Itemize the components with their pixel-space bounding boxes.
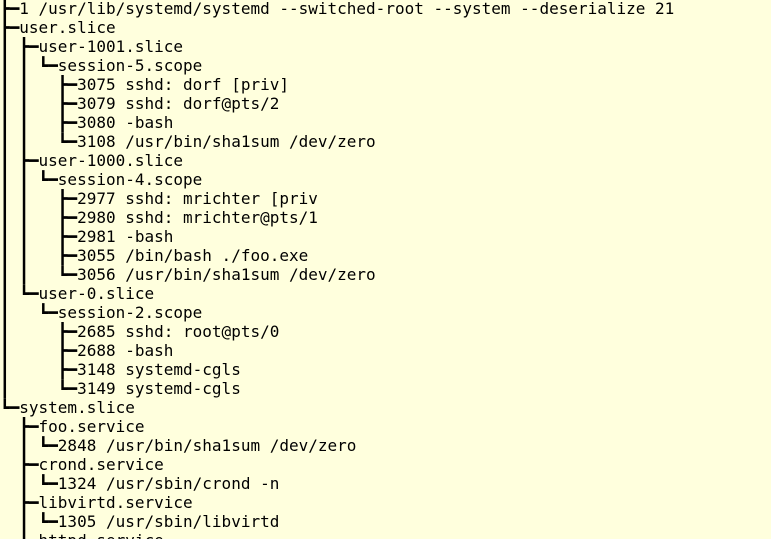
tree-entry-text: user-1001.slice (38, 37, 184, 56)
cgroup-tree-line: ┃ ┗━2848 /usr/bin/sha1sum /dev/zero (0, 436, 771, 455)
tree-connector: ┃ ┗━ (0, 379, 78, 398)
tree-connector: ┗━ (0, 398, 20, 417)
cgroup-tree-line: ┃ ┃ ┣━3055 /bin/bash ./foo.exe (0, 246, 771, 265)
tree-connector: ┃ ┗━ (0, 512, 58, 531)
tree-entry-text: 1324 /usr/sbin/crond -n (57, 474, 280, 493)
cgroup-tree-line: ┃ ┃ ┗━session-5.scope (0, 56, 771, 75)
cgroup-tree-line: ┗━system.slice (0, 398, 771, 417)
cgroup-tree-line: ┃ ┃ ┣━3080 -bash (0, 113, 771, 132)
tree-entry-text: 1 /usr/lib/systemd/systemd --switched-ro… (19, 0, 675, 18)
cgroup-tree-line: ┃ ┃ ┣━2981 -bash (0, 227, 771, 246)
tree-entry-text: crond.service (38, 455, 164, 474)
cgroup-tree-line: ┃ ┗━3149 systemd-cgls (0, 379, 771, 398)
tree-connector: ┣━ (0, 0, 20, 18)
cgroup-tree-line: ┣━crond.service (0, 455, 771, 474)
tree-connector: ┃ ┣━ (0, 37, 39, 56)
cgroup-tree-line: ┃ ┣━user-1000.slice (0, 151, 771, 170)
tree-entry-text: user-0.slice (38, 284, 155, 303)
tree-entry-text: 3056 /usr/bin/sha1sum /dev/zero (77, 265, 376, 284)
tree-connector: ┃ ┃ ┣━ (0, 94, 78, 113)
tree-entry-text: 3080 -bash (77, 113, 174, 132)
cgroup-tree-line: ┃ ┗━1324 /usr/sbin/crond -n (0, 474, 771, 493)
tree-connector: ┃ ┃ ┣━ (0, 246, 78, 265)
cgroup-tree-line: ┃ ┃ ┣━3079 sshd: dorf@pts/2 (0, 94, 771, 113)
cgroup-tree-line: ┃ ┗━session-2.scope (0, 303, 771, 322)
cgroup-tree-line: ┣━user.slice (0, 18, 771, 37)
cgroup-tree-line: ┣━libvirtd.service (0, 493, 771, 512)
tree-entry-text: 2981 -bash (77, 227, 174, 246)
tree-connector: ┃ ┗━ (0, 474, 58, 493)
tree-connector: ┃ ┗━ (0, 436, 58, 455)
cgroup-tree-line: ┃ ┃ ┗━session-4.scope (0, 170, 771, 189)
tree-connector: ┃ ┃ ┗━ (0, 170, 58, 189)
cgroup-tree-line: ┣━1 /usr/lib/systemd/systemd --switched-… (0, 0, 771, 18)
tree-entry-text: 3108 /usr/bin/sha1sum /dev/zero (77, 132, 376, 151)
tree-connector: ┃ ┣━ (0, 360, 78, 379)
tree-entry-text: session-2.scope (57, 303, 203, 322)
cgroup-tree-line: ┃ ┣━2688 -bash (0, 341, 771, 360)
tree-connector: ┃ ┣━ (0, 322, 78, 341)
tree-connector: ┃ ┃ ┗━ (0, 132, 78, 151)
tree-entry-text: 2848 /usr/bin/sha1sum /dev/zero (57, 436, 357, 455)
tree-entry-text: session-4.scope (57, 170, 203, 189)
tree-connector: ┣━ (0, 18, 20, 37)
tree-entry-text: 1305 /usr/sbin/libvirtd (57, 512, 280, 531)
cgroup-tree-line: ┃ ┃ ┗━3056 /usr/bin/sha1sum /dev/zero (0, 265, 771, 284)
tree-entry-text: 3075 sshd: dorf [priv] (77, 75, 289, 94)
cgroup-tree-line: ┃ ┃ ┣━2980 sshd: mrichter@pts/1 (0, 208, 771, 227)
cgroup-tree-line: ┃ ┗━1305 /usr/sbin/libvirtd (0, 512, 771, 531)
cgroup-tree-line: ┃ ┣━user-1001.slice (0, 37, 771, 56)
tree-entry-text: user-1000.slice (38, 151, 184, 170)
tree-connector: ┃ ┃ ┣━ (0, 227, 78, 246)
cgroup-tree-line: ┃ ┃ ┣━3075 sshd: dorf [priv] (0, 75, 771, 94)
tree-connector: ┣━ (0, 455, 39, 474)
tree-connector: ┣━ (0, 531, 38, 539)
cgroup-tree-line: ┃ ┣━2685 sshd: root@pts/0 (0, 322, 771, 341)
cgroup-tree-line: ┃ ┃ ┣━2977 sshd: mrichter [priv (0, 189, 771, 208)
cgroup-tree-line: ┃ ┗━user-0.slice (0, 284, 771, 303)
tree-entry-text: httpd.service (39, 531, 164, 539)
tree-entry-text: 2685 sshd: root@pts/0 (77, 322, 280, 341)
tree-entry-text: foo.service (38, 417, 145, 436)
tree-connector: ┃ ┃ ┗━ (0, 265, 78, 284)
tree-connector: ┣━ (0, 417, 39, 436)
tree-connector: ┃ ┣━ (0, 151, 39, 170)
tree-connector: ┃ ┃ ┣━ (0, 208, 78, 227)
cgroup-tree-line: ┣━httpd.service (0, 531, 771, 539)
tree-entry-text: 3055 /bin/bash ./foo.exe (77, 246, 309, 265)
tree-connector: ┃ ┗━ (0, 284, 39, 303)
tree-entry-text: session-5.scope (57, 56, 203, 75)
tree-connector: ┃ ┗━ (0, 303, 58, 322)
tree-entry-text: libvirtd.service (38, 493, 193, 512)
cgroup-tree-line: ┃ ┣━3148 systemd-cgls (0, 360, 771, 379)
tree-connector: ┃ ┃ ┣━ (0, 189, 78, 208)
tree-entry-text: 2977 sshd: mrichter [priv (77, 189, 318, 208)
tree-entry-text: 2688 -bash (77, 341, 174, 360)
tree-connector: ┃ ┣━ (0, 341, 78, 360)
tree-connector: ┃ ┃ ┣━ (0, 75, 78, 94)
tree-entry-text: 3148 systemd-cgls (77, 360, 241, 379)
tree-connector: ┃ ┃ ┣━ (0, 113, 78, 132)
tree-entry-text: 3149 systemd-cgls (77, 379, 241, 398)
tree-entry-text: 3079 sshd: dorf@pts/2 (77, 94, 280, 113)
tree-connector: ┃ ┃ ┗━ (0, 56, 58, 75)
tree-entry-text: 2980 sshd: mrichter@pts/1 (77, 208, 318, 227)
tree-entry-text: user.slice (19, 18, 116, 37)
tree-connector: ┣━ (0, 493, 39, 512)
cgroup-tree-line: ┃ ┃ ┗━3108 /usr/bin/sha1sum /dev/zero (0, 132, 771, 151)
tree-entry-text: system.slice (19, 398, 135, 417)
cgroup-tree-line: ┣━foo.service (0, 417, 771, 436)
